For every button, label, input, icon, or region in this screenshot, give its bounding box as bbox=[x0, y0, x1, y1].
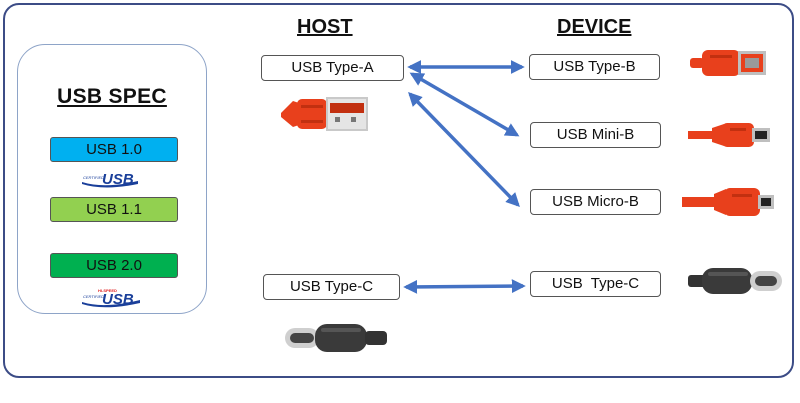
device-heading: DEVICE bbox=[557, 16, 632, 38]
usb-type-b-plug-icon bbox=[690, 50, 766, 76]
arrow-type-c-to-type-c bbox=[403, 279, 526, 294]
device-usb-micro-b-box: USB Micro-B bbox=[530, 189, 661, 215]
svg-text:USB: USB bbox=[102, 291, 134, 308]
host-usb-type-a-box: USB Type-A bbox=[261, 55, 404, 81]
arrow-type-a-to-micro-b bbox=[408, 91, 520, 208]
usb-type-c-plug-device-icon bbox=[688, 268, 782, 294]
usb-type-a-plug-icon bbox=[281, 97, 368, 131]
svg-text:CERTIFIED: CERTIFIED bbox=[83, 294, 104, 299]
certified-usb-logo-icon: CERTIFIED USB bbox=[82, 171, 138, 188]
device-usb-type-c-box: USB Type-C bbox=[530, 271, 661, 297]
host-heading: HOST bbox=[297, 16, 353, 38]
usb-type-c-plug-host-icon bbox=[285, 324, 387, 352]
diagram-frame bbox=[3, 3, 794, 378]
hi-speed-usb-logo-icon: HI-SPEED CERTIFIED USB bbox=[82, 288, 140, 308]
arrow-type-a-to-mini-b bbox=[409, 72, 520, 137]
host-usb-type-c-box: USB Type-C bbox=[263, 274, 400, 300]
usb-mini-b-plug-icon bbox=[688, 123, 770, 147]
usb-spec-title: USB SPEC bbox=[57, 85, 167, 108]
svg-text:CERTIFIED: CERTIFIED bbox=[83, 175, 104, 180]
svg-text:USB: USB bbox=[102, 171, 134, 188]
usb-2-0-badge: USB 2.0 bbox=[50, 253, 178, 278]
usb-1-0-badge: USB 1.0 bbox=[50, 137, 178, 162]
device-usb-type-b-box: USB Type-B bbox=[529, 54, 660, 80]
usb-1-1-badge: USB 1.1 bbox=[50, 197, 178, 222]
device-usb-mini-b-box: USB Mini-B bbox=[530, 122, 661, 148]
usb-spec-panel: USB SPEC USB 1.0 CERTIFIED USB USB 1.1 U… bbox=[17, 44, 207, 314]
usb-micro-b-plug-icon bbox=[682, 188, 774, 216]
svg-text:HI-SPEED: HI-SPEED bbox=[98, 288, 117, 293]
